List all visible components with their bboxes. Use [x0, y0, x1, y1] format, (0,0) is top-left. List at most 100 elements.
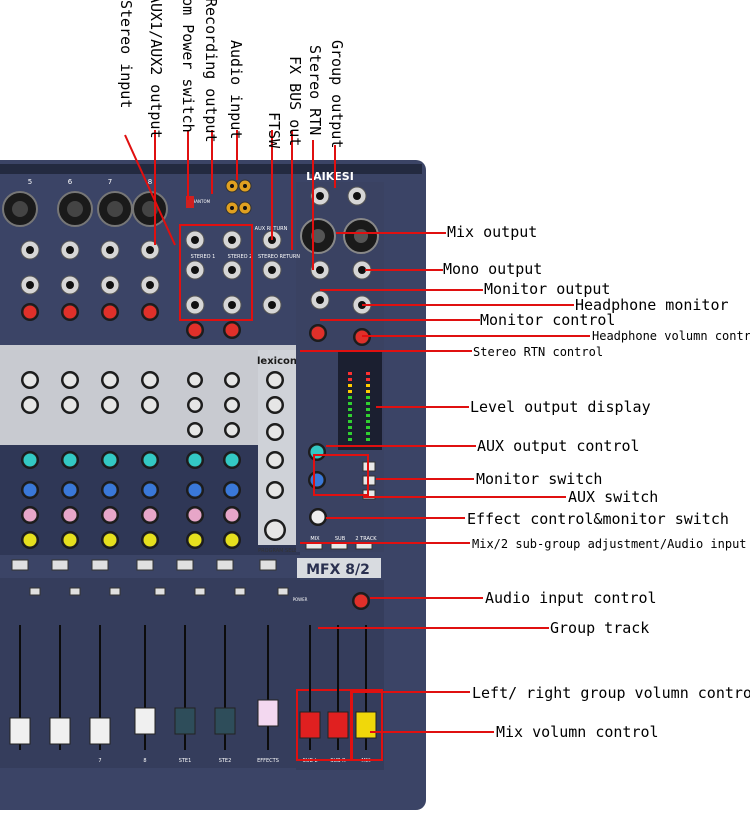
master-jack-hole: [358, 266, 366, 274]
meter-led-right: [366, 408, 370, 411]
stereo-aux2-knob: [187, 482, 203, 498]
meter-led-left: [348, 414, 352, 417]
label-mono-output: Mono output: [443, 260, 543, 278]
phantom-switch: [186, 196, 194, 208]
fx-knob: [142, 507, 158, 523]
eq-knob: [62, 372, 78, 388]
gain-knob: [142, 304, 158, 320]
label-group-track: Group track: [550, 619, 650, 637]
pfl-button: [234, 587, 246, 596]
stereo-fx-knob: [187, 507, 203, 523]
pfl-button: [194, 587, 206, 596]
stereo-eq-knob: [225, 398, 239, 412]
fx-knob: [62, 507, 78, 523]
two-track-text: 2 TRACK: [355, 536, 377, 542]
stereo-eq-knob: [188, 423, 202, 437]
master-jack-hole: [316, 192, 324, 200]
eq-knob: [62, 397, 78, 413]
fader-slot: [309, 625, 311, 750]
mute-button: [51, 559, 69, 571]
jack-hole: [26, 281, 34, 289]
mute-button: [216, 559, 234, 571]
xlr-output-center: [311, 229, 325, 243]
lexicon-knob: [267, 397, 283, 413]
eq-knob: [22, 372, 38, 388]
meter-panel: [338, 350, 382, 450]
label-monitor-output: Monitor output: [484, 280, 611, 298]
fx-knob: [102, 507, 118, 523]
label-mix-volume-control: Mix volumn control: [496, 723, 659, 741]
master-jack-hole: [316, 296, 324, 304]
meter-led-right: [366, 396, 370, 399]
aux2-knob: [142, 482, 158, 498]
lexicon-knob: [267, 452, 283, 468]
xlr-center: [12, 201, 28, 217]
fader-label: STE1: [179, 758, 192, 764]
label-audio-input-control: Audio input control: [485, 589, 657, 607]
jack-hole: [26, 246, 34, 254]
meter-led-right: [366, 390, 370, 393]
aux1-master-knob: [309, 444, 325, 460]
stereo-gain-knob: [187, 322, 203, 338]
stereo-eq-knob: [225, 423, 239, 437]
jack-hole: [268, 266, 276, 274]
model-plate: [297, 558, 381, 578]
fader-cap: [9, 717, 31, 745]
meter-led-right: [366, 402, 370, 405]
label-mix-sub-group-adjustment: Mix/2 sub-group adjustment/Audio input: [472, 537, 747, 551]
stereo-return-text: STEREO RETURN: [258, 254, 300, 260]
rca-hole: [230, 206, 234, 210]
mute-button: [91, 559, 109, 571]
xlr-center: [67, 201, 83, 217]
fader-slot: [224, 625, 226, 750]
meter-led-left: [348, 432, 352, 435]
channel-number: 7: [108, 178, 112, 186]
meter-led-left: [348, 438, 352, 441]
model-name: MFX 8/2: [306, 562, 370, 578]
gain-knob: [62, 304, 78, 320]
meter-led-right: [366, 432, 370, 435]
fader-label: 8: [143, 758, 146, 764]
label-stereo-input: Stereo input: [117, 0, 135, 109]
meter-led-right: [366, 420, 370, 423]
stereo-aux1-knob: [224, 452, 240, 468]
jack-hole: [228, 301, 236, 309]
fader-slot: [337, 625, 339, 750]
label-phantom-power-switch: Phantom Power switch: [179, 0, 197, 133]
label-aux-output-control: AUX output control: [477, 437, 640, 455]
fader-slot: [365, 625, 367, 750]
meter-led-left: [348, 372, 352, 375]
meter-led-right: [366, 438, 370, 441]
channel-number: 6: [68, 178, 73, 186]
aux2-knob: [62, 482, 78, 498]
eq-knob: [142, 372, 158, 388]
jack-hole: [66, 281, 74, 289]
jack-hole: [191, 266, 199, 274]
fader-label: 7: [98, 758, 101, 764]
label-stereo-rtn: Stereo RTN: [306, 45, 324, 136]
master-jack-hole: [316, 266, 324, 274]
rca-hole: [243, 184, 247, 188]
fader-cap: [214, 707, 236, 735]
pfl-button: [29, 587, 41, 596]
mute-button: [259, 559, 277, 571]
eq-knob: [142, 397, 158, 413]
lexicon-knob: [267, 424, 283, 440]
fader-slot: [144, 625, 146, 750]
program-select-text: PROGRAM SELECT: [258, 548, 305, 554]
meter-led-left: [348, 420, 352, 423]
pfl-button: [154, 587, 166, 596]
pan-knob: [142, 532, 158, 548]
stereo-eq-knob: [188, 398, 202, 412]
lexicon-knob: [267, 372, 283, 388]
meter-led-right: [366, 414, 370, 417]
fader-cap: [355, 711, 377, 739]
gain-knob: [22, 304, 38, 320]
label-fx-bus-out: FX BUS out: [286, 56, 304, 147]
label-aux-output: AUX1/AUX2 output: [147, 0, 165, 139]
aux2-knob: [22, 482, 38, 498]
fader-cap: [327, 711, 349, 739]
phantom-text: PHANTOM: [190, 199, 211, 204]
